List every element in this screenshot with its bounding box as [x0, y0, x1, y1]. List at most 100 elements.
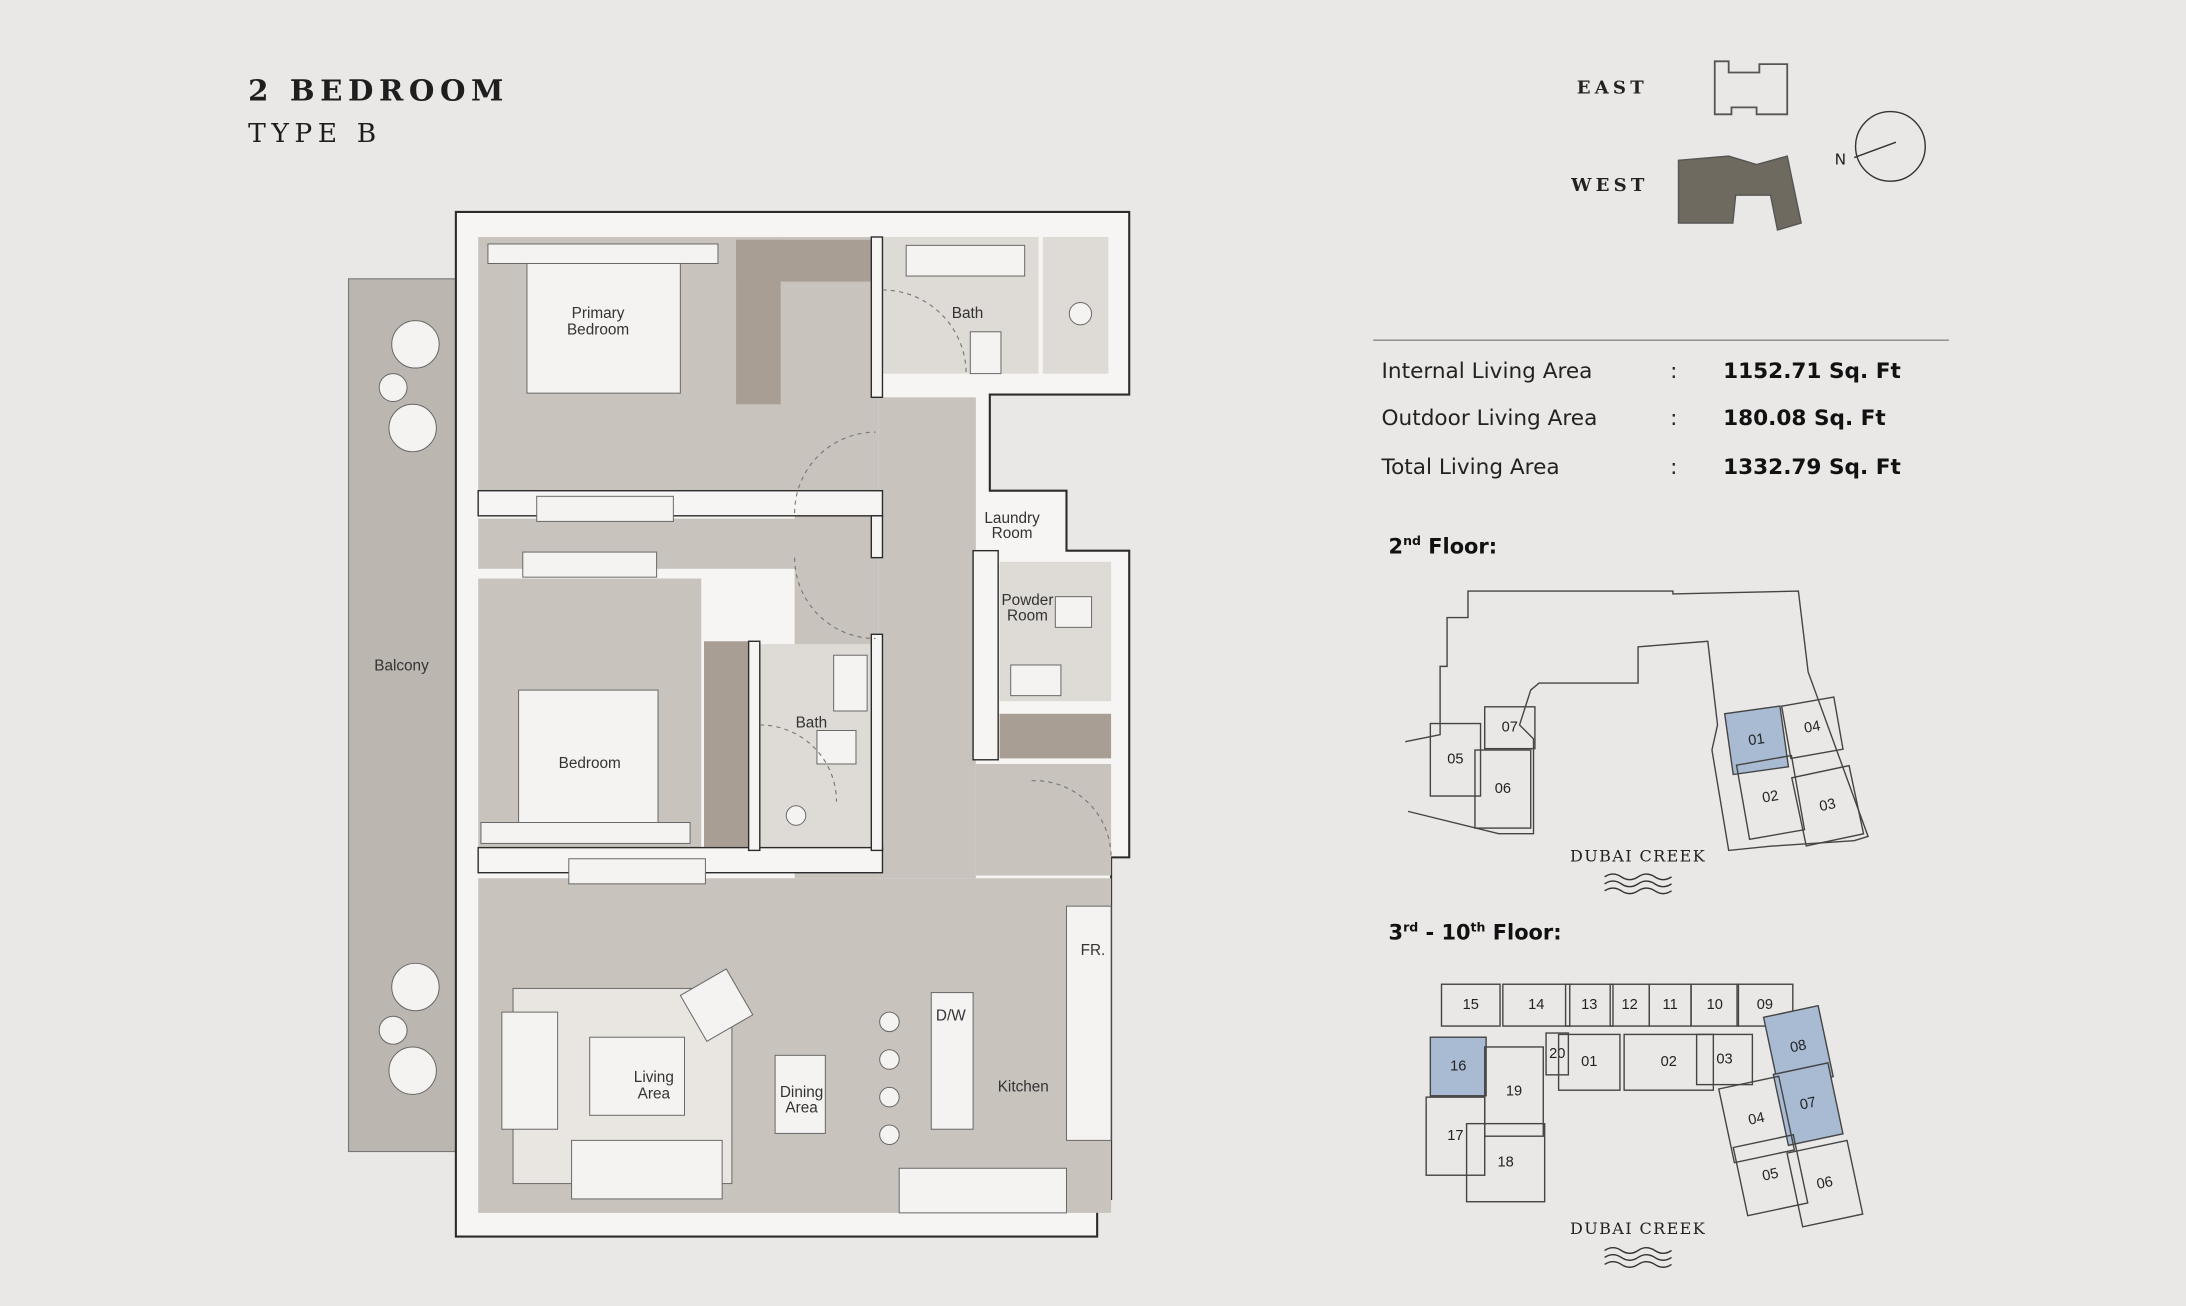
- floor-3-10-heading: 3rd - 10th Floor:: [1389, 919, 1562, 944]
- unit-box: [1735, 754, 1806, 841]
- unit-number: 06: [1495, 781, 1511, 797]
- unit-box: [1484, 706, 1536, 750]
- unit-box: [1786, 1139, 1864, 1228]
- area-label: Internal Living Area: [1382, 359, 1593, 384]
- unit-number: 16: [1450, 1058, 1466, 1074]
- room-label-bedroom: Bedroom: [559, 755, 621, 772]
- floor-3-10-unit: 07: [1772, 1062, 1844, 1147]
- room-label-laundry: Laundry: [984, 510, 1040, 527]
- unit-number: 09: [1757, 997, 1773, 1013]
- floor-3-10-unit: 15: [1440, 983, 1501, 1027]
- page-subtitle: TYPE B: [248, 118, 382, 149]
- west-label: WEST: [1570, 175, 1648, 196]
- floor-3-10-unit: 13: [1564, 983, 1614, 1027]
- unit-number: 01: [1581, 1054, 1597, 1070]
- unit-number: 15: [1463, 997, 1479, 1013]
- floor-3-10-unit: 19: [1484, 1046, 1544, 1137]
- room-label-dining: Area: [785, 1099, 818, 1116]
- floor-2-caption: DUBAI CREEK: [1570, 847, 1706, 866]
- room-label-dining: Dining: [780, 1084, 823, 1101]
- unit-box: [1780, 696, 1844, 760]
- floor-3-10-unit: 17: [1425, 1096, 1486, 1176]
- unit-number: 13: [1581, 997, 1597, 1013]
- room-label-balcony: Balcony: [374, 658, 429, 675]
- room-label-living: Living: [634, 1069, 674, 1086]
- unit-number: 18: [1497, 1155, 1513, 1171]
- unit-number: 07: [1798, 1094, 1817, 1113]
- floor-2-unit: 01: [1723, 705, 1790, 776]
- floor-2-outline: [1405, 590, 1870, 852]
- unit-number: 14: [1528, 997, 1544, 1013]
- floor-2-unit: 02: [1735, 754, 1806, 841]
- east-block-icon: [1713, 60, 1789, 116]
- floor-3-10-unit: 06: [1786, 1139, 1864, 1228]
- floor-2-units: 05 07 06 01 04 02 03: [1429, 696, 1865, 847]
- area-table: Internal Living Area : 1152.71 Sq. Ft Ou…: [1381, 359, 1901, 480]
- area-label: Total Living Area: [1381, 455, 1560, 480]
- west-block-icon: [1677, 155, 1802, 231]
- floor-2-unit: 06: [1474, 749, 1532, 829]
- door-swings: [759, 289, 1112, 858]
- floor-2-unit: 07: [1484, 706, 1536, 750]
- wardrobe: [999, 713, 1112, 759]
- area-label: Outdoor Living Area: [1382, 406, 1598, 431]
- unit-number: 07: [1502, 720, 1518, 736]
- sofa: [501, 1011, 559, 1130]
- floor-3-10-unit: 18: [1465, 1122, 1546, 1203]
- unit-box: [1623, 1033, 1715, 1091]
- sofa: [571, 1139, 723, 1200]
- unit-number: 04: [1747, 1110, 1766, 1129]
- area-value: 180.08 Sq. Ft: [1723, 406, 1886, 431]
- unit-number: 06: [1815, 1174, 1834, 1193]
- floor-3-10-unit: 12: [1609, 983, 1650, 1027]
- wardrobe: [736, 239, 781, 405]
- water-icon: [1604, 873, 1672, 895]
- unit-box: [1465, 1122, 1546, 1203]
- unit-box: [1429, 722, 1482, 797]
- unit-box: [1790, 764, 1865, 847]
- label-fridge: FR.: [1081, 942, 1106, 959]
- unit-number: 03: [1818, 796, 1837, 815]
- unit-number: 05: [1761, 1166, 1780, 1185]
- label-dishwasher: D/W: [936, 1007, 966, 1024]
- floor-3-10-caption: DUBAI CREEK: [1570, 1219, 1706, 1238]
- primary-bed: [526, 260, 681, 394]
- floor-2-unit: 05: [1429, 722, 1482, 797]
- kitchen-counter: [1065, 905, 1112, 1141]
- unit-box: [1545, 1032, 1570, 1076]
- unit-box: [1695, 1033, 1754, 1086]
- unit-number: 12: [1622, 997, 1638, 1013]
- unit-number: 11: [1663, 997, 1678, 1013]
- floor-3-10-unit: 16: [1429, 1036, 1487, 1097]
- unit-number: 04: [1803, 718, 1822, 737]
- armchair: [679, 968, 754, 1042]
- area-value: 1152.71 Sq. Ft: [1723, 359, 1901, 384]
- floor-3-10-unit: 01: [1557, 1033, 1621, 1091]
- compass-icon: N: [1835, 110, 1926, 182]
- apartment-plan: Balcony: [347, 210, 1131, 1238]
- dining-table: [774, 1054, 826, 1134]
- unit-number: 01: [1747, 731, 1765, 749]
- floor-3-10-unit: 10: [1690, 983, 1740, 1027]
- unit-number: 19: [1506, 1083, 1522, 1099]
- unit-number: 05: [1447, 752, 1463, 768]
- unit-box: [1502, 983, 1571, 1027]
- floor-3-10-unit: 03: [1695, 1033, 1754, 1086]
- unit-number: 03: [1716, 1051, 1732, 1067]
- unit-number: 08: [1789, 1037, 1808, 1056]
- room-label-primary-bedroom: Bedroom: [567, 322, 629, 339]
- floor-3-10-unit: 11: [1648, 983, 1692, 1027]
- area-sep: :: [1670, 359, 1677, 384]
- wardrobe: [704, 641, 749, 848]
- room-label-powder: Powder: [1001, 592, 1053, 609]
- unit-number: 20: [1549, 1046, 1565, 1062]
- area-sep: :: [1670, 406, 1677, 431]
- water-icon: [1604, 1247, 1672, 1268]
- area-sep: :: [1670, 455, 1677, 480]
- unit-box: [1440, 983, 1501, 1027]
- unit-number: 02: [1761, 788, 1780, 807]
- east-label: EAST: [1577, 77, 1648, 98]
- page-title: 2 BEDROOM: [248, 73, 509, 107]
